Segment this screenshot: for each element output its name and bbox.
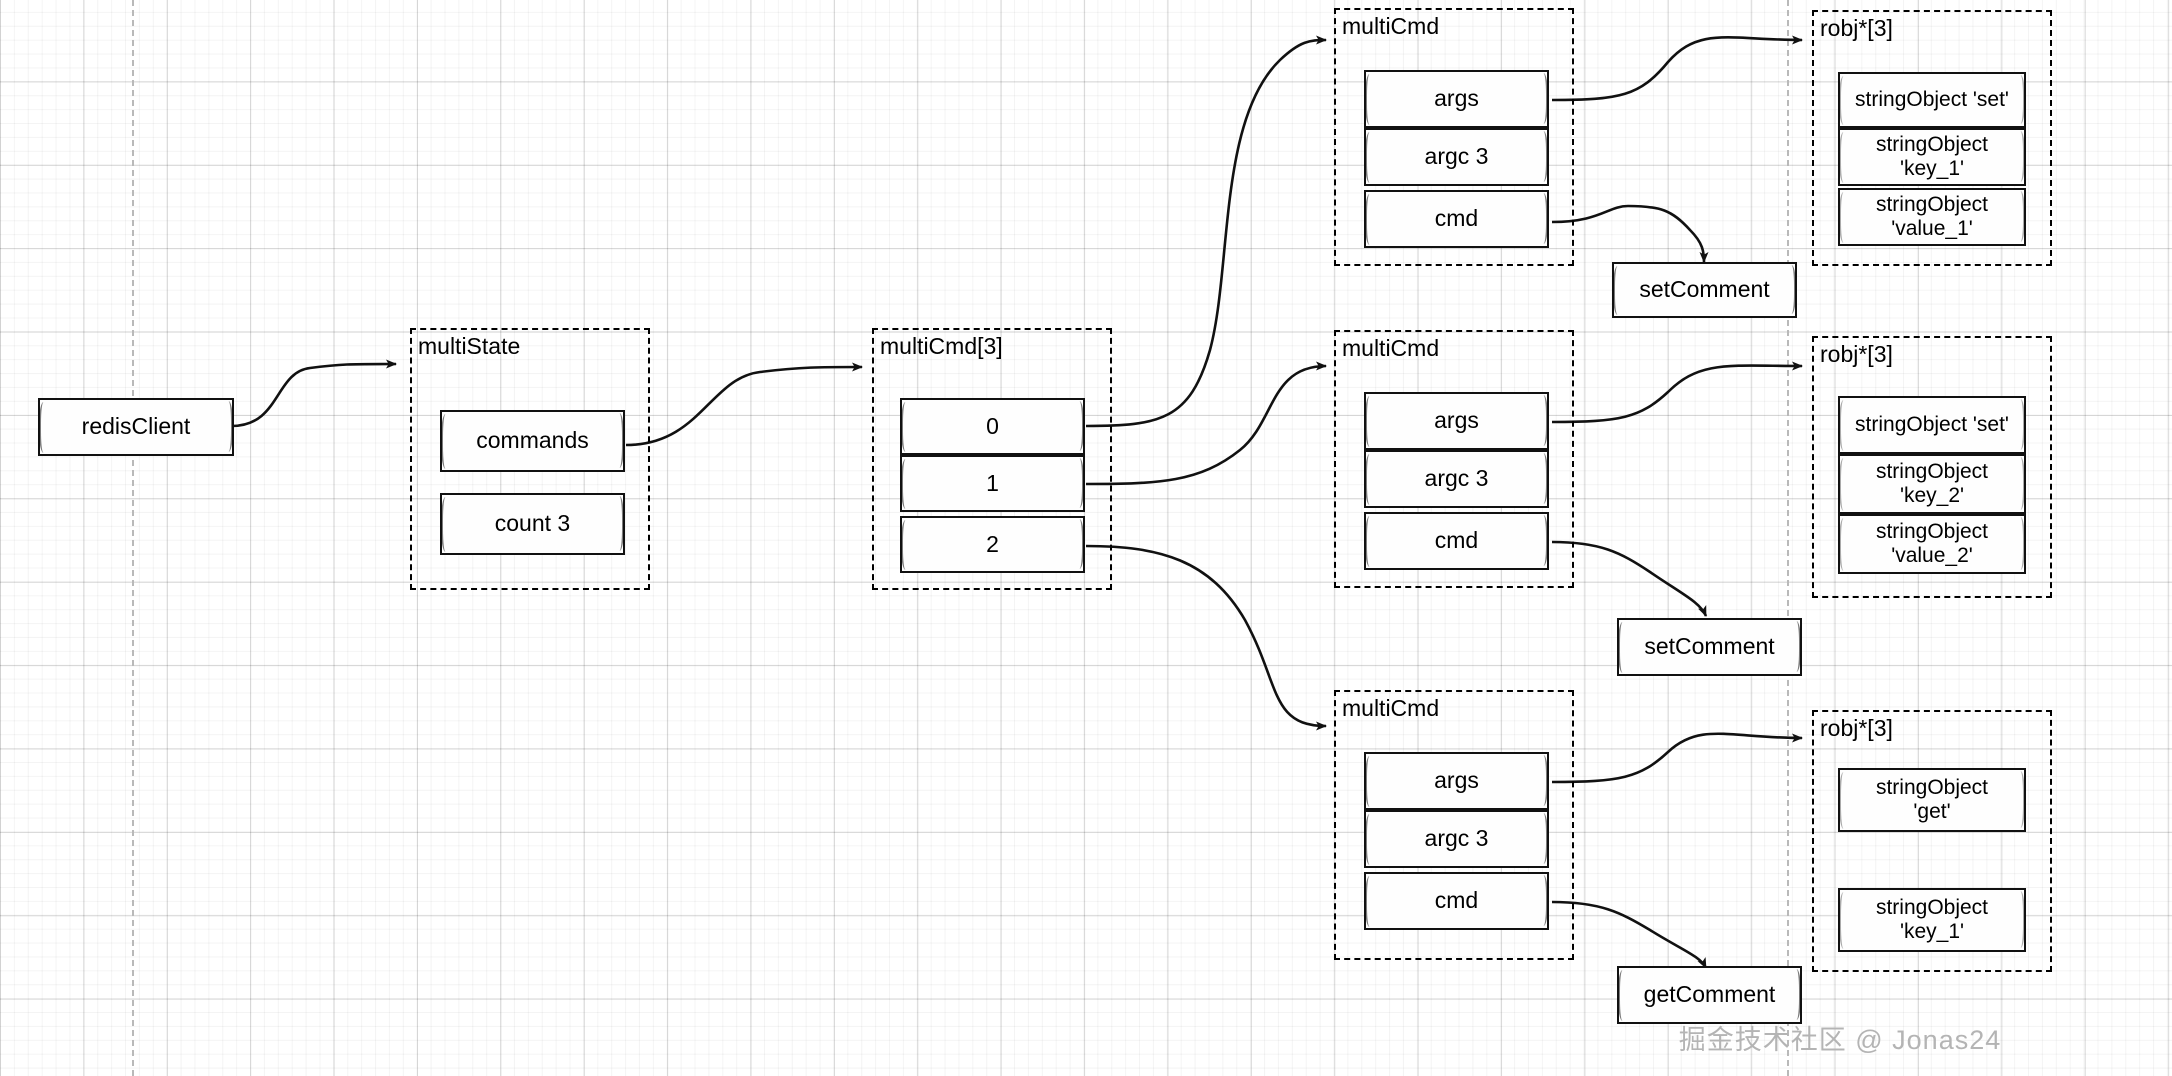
- group-robj-2-label: robj*[3]: [1820, 341, 1893, 367]
- group-multi-cmd-1-label: multiCmd: [1342, 13, 1440, 39]
- node-robj-1-item-2[interactable]: stringObject 'value_1': [1838, 188, 2026, 246]
- group-multi-cmd-1: multiCmd: [1334, 8, 1574, 266]
- group-robj-2: robj*[3]: [1812, 336, 2052, 598]
- group-robj-1: robj*[3]: [1812, 10, 2052, 266]
- node-robj-2-item-2-label: stringObject 'value_2': [1875, 520, 1989, 567]
- node-set-comment-1[interactable]: setComment: [1612, 262, 1797, 318]
- group-robj-3: robj*[3]: [1812, 710, 2052, 972]
- node-multicmdarray-index-0-label: 0: [986, 412, 999, 439]
- node-get-comment-1[interactable]: getComment: [1617, 966, 1802, 1024]
- node-multicmdarray-index-2[interactable]: 2: [900, 516, 1085, 573]
- edge-cmd3-to-getcomment: [1551, 900, 1708, 969]
- group-multi-state: multiState: [410, 328, 650, 590]
- node-robj-3-item-1-label: stringObject 'key_1': [1875, 896, 1989, 943]
- edge-index2-to-multicmd-3: [1085, 544, 1327, 731]
- node-redis-client[interactable]: redisClient: [38, 398, 234, 456]
- group-multi-state-label: multiState: [418, 333, 521, 359]
- node-multicmd-1-cmd[interactable]: cmd: [1364, 190, 1549, 248]
- node-robj-3-item-0-label: stringObject 'get': [1875, 776, 1989, 823]
- node-multicmdarray-index-2-label: 2: [986, 530, 999, 557]
- node-robj-2-item-0-label: stringObject 'set': [1855, 413, 2009, 437]
- edge-cmd2-to-setcomment-2: [1551, 540, 1708, 617]
- node-multistate-commands-label: commands: [476, 427, 589, 454]
- edge-args2-to-robj-2: [1551, 361, 1803, 424]
- group-multi-cmd-array: multiCmd[3]: [872, 328, 1112, 590]
- edge-cmd1-to-setcomment-1: [1551, 204, 1709, 263]
- node-multicmd-3-args[interactable]: args: [1364, 752, 1549, 810]
- edge-args3-to-robj-3: [1551, 732, 1803, 784]
- edge-args1-to-robj-1: [1551, 35, 1803, 102]
- node-multicmd-1-args-label: args: [1434, 85, 1479, 112]
- group-robj-3-label: robj*[3]: [1820, 715, 1893, 741]
- node-robj-3-item-0[interactable]: stringObject 'get': [1838, 768, 2026, 832]
- edge-index1-to-multicmd-2: [1085, 361, 1327, 486]
- group-multi-cmd-array-label: multiCmd[3]: [880, 333, 1003, 359]
- watermark: 掘金技术社区 @ Jonas24: [1678, 1025, 2002, 1055]
- node-multicmd-2-argc[interactable]: argc 3: [1364, 450, 1549, 508]
- node-multicmd-3-cmd[interactable]: cmd: [1364, 872, 1549, 930]
- node-multicmdarray-index-0[interactable]: 0: [900, 398, 1085, 455]
- node-multicmd-1-argc-label: argc 3: [1424, 143, 1489, 170]
- node-set-comment-2-label: setComment: [1644, 633, 1775, 660]
- group-robj-1-label: robj*[3]: [1820, 15, 1893, 41]
- node-robj-1-item-0-label: stringObject 'set': [1855, 88, 2009, 112]
- node-multicmd-2-args-label: args: [1434, 407, 1479, 434]
- node-multistate-commands[interactable]: commands: [440, 410, 625, 472]
- node-robj-2-item-1[interactable]: stringObject 'key_2': [1838, 454, 2026, 514]
- node-robj-1-item-1-label: stringObject 'key_1': [1875, 133, 1989, 180]
- group-multi-cmd-3: multiCmd: [1334, 690, 1574, 960]
- node-multicmd-1-cmd-label: cmd: [1434, 205, 1479, 232]
- node-get-comment-1-label: getComment: [1643, 981, 1776, 1008]
- node-multicmd-1-args[interactable]: args: [1364, 70, 1549, 128]
- node-robj-2-item-0[interactable]: stringObject 'set': [1838, 396, 2026, 454]
- node-robj-1-item-0[interactable]: stringObject 'set': [1838, 72, 2026, 128]
- node-multicmd-3-argc[interactable]: argc 3: [1364, 810, 1549, 868]
- edge-index0-to-multicmd-1: [1085, 35, 1327, 428]
- group-multi-cmd-2-label: multiCmd: [1342, 335, 1440, 361]
- page-break-line-2: [1787, 0, 1789, 1076]
- node-robj-3-item-1[interactable]: stringObject 'key_1': [1838, 888, 2026, 952]
- edge-commands-to-multicmdarray: [625, 362, 863, 447]
- node-multicmdarray-index-1-label: 1: [986, 469, 999, 496]
- node-robj-2-item-1-label: stringObject 'key_2': [1875, 460, 1989, 507]
- node-multistate-count[interactable]: count 3: [440, 493, 625, 555]
- group-multi-cmd-2: multiCmd: [1334, 330, 1574, 588]
- node-multicmd-2-cmd[interactable]: cmd: [1364, 512, 1549, 570]
- node-set-comment-1-label: setComment: [1639, 276, 1770, 303]
- node-multicmd-2-cmd-label: cmd: [1434, 527, 1479, 554]
- node-robj-1-item-1[interactable]: stringObject 'key_1': [1838, 128, 2026, 186]
- group-multi-cmd-3-label: multiCmd: [1342, 695, 1440, 721]
- node-multicmd-1-argc[interactable]: argc 3: [1364, 128, 1549, 186]
- node-multicmd-2-argc-label: argc 3: [1424, 465, 1489, 492]
- node-robj-2-item-2[interactable]: stringObject 'value_2': [1838, 514, 2026, 574]
- node-robj-1-item-2-label: stringObject 'value_1': [1875, 193, 1989, 240]
- node-multicmd-3-cmd-label: cmd: [1434, 887, 1479, 914]
- edge-redisclient-to-multistate: [231, 359, 397, 428]
- node-set-comment-2[interactable]: setComment: [1617, 618, 1802, 676]
- node-redis-client-label: redisClient: [81, 413, 191, 440]
- node-multistate-count-label: count 3: [494, 510, 571, 537]
- node-multicmd-3-args-label: args: [1434, 767, 1479, 794]
- node-multicmd-3-argc-label: argc 3: [1424, 825, 1489, 852]
- page-break-line-1: [132, 0, 134, 1076]
- node-multicmd-2-args[interactable]: args: [1364, 392, 1549, 450]
- node-multicmdarray-index-1[interactable]: 1: [900, 455, 1085, 512]
